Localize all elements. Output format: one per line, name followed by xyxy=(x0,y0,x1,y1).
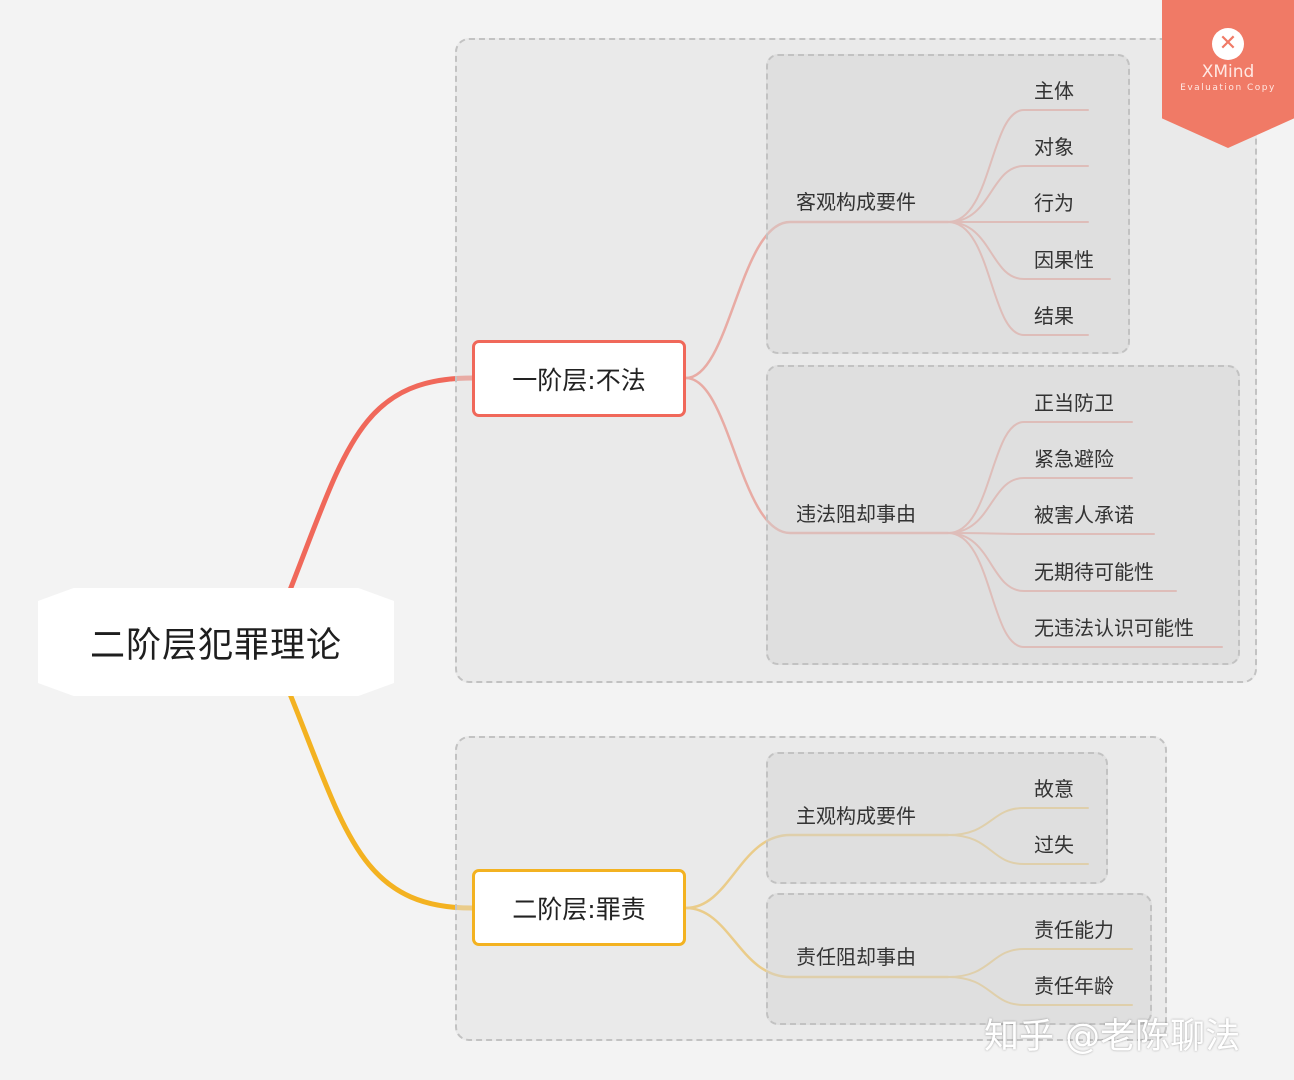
topic-2-1-group xyxy=(766,752,1108,884)
leaf-self-defense[interactable]: 正当防卫 xyxy=(1034,391,1114,415)
topic-1-2-group xyxy=(766,365,1240,665)
leaf-conduct[interactable]: 行为 xyxy=(1034,191,1074,215)
branch-wrongfulness[interactable]: 一阶层:不法 xyxy=(472,340,686,417)
topic-2-2-group xyxy=(766,893,1152,1025)
leaf-no-expectability[interactable]: 无期待可能性 xyxy=(1034,560,1154,584)
topic-excuse-defenses[interactable]: 责任阻却事由 xyxy=(796,945,916,969)
topic-objective-elements[interactable]: 客观构成要件 xyxy=(796,190,916,214)
branch-culpability[interactable]: 二阶层:罪责 xyxy=(472,869,686,946)
watermark-subtitle: Evaluation Copy xyxy=(1180,83,1276,93)
watermark-brand: XMind xyxy=(1201,62,1255,82)
xmind-logo-icon: ✕ xyxy=(1212,28,1244,60)
topic-subjective-elements[interactable]: 主观构成要件 xyxy=(796,804,916,828)
leaf-object[interactable]: 对象 xyxy=(1034,135,1074,159)
xmind-watermark-flag xyxy=(1162,0,1294,148)
leaf-age[interactable]: 责任年龄 xyxy=(1034,974,1114,998)
leaf-no-awareness-of-illegality[interactable]: 无违法认识可能性 xyxy=(1034,616,1194,640)
root-topic[interactable]: 二阶层犯罪理论 xyxy=(38,588,394,696)
connector-root-branch-2 xyxy=(287,691,475,911)
leaf-causation[interactable]: 因果性 xyxy=(1034,248,1094,272)
topic-justification-defenses[interactable]: 违法阻却事由 xyxy=(796,502,916,526)
credit-watermark: 知乎 @老陈聊法 xyxy=(984,1017,1241,1057)
leaf-negligence[interactable]: 过失 xyxy=(1034,833,1074,857)
leaf-subject[interactable]: 主体 xyxy=(1034,79,1074,103)
leaf-necessity[interactable]: 紧急避险 xyxy=(1034,447,1114,471)
leaf-result[interactable]: 结果 xyxy=(1034,304,1074,328)
leaf-intent[interactable]: 故意 xyxy=(1034,777,1074,801)
leaf-victim-consent[interactable]: 被害人承诺 xyxy=(1034,503,1134,527)
leaf-capacity[interactable]: 责任能力 xyxy=(1034,918,1114,942)
connector-root-branch-1 xyxy=(287,375,475,593)
topic-1-1-group xyxy=(766,54,1130,354)
